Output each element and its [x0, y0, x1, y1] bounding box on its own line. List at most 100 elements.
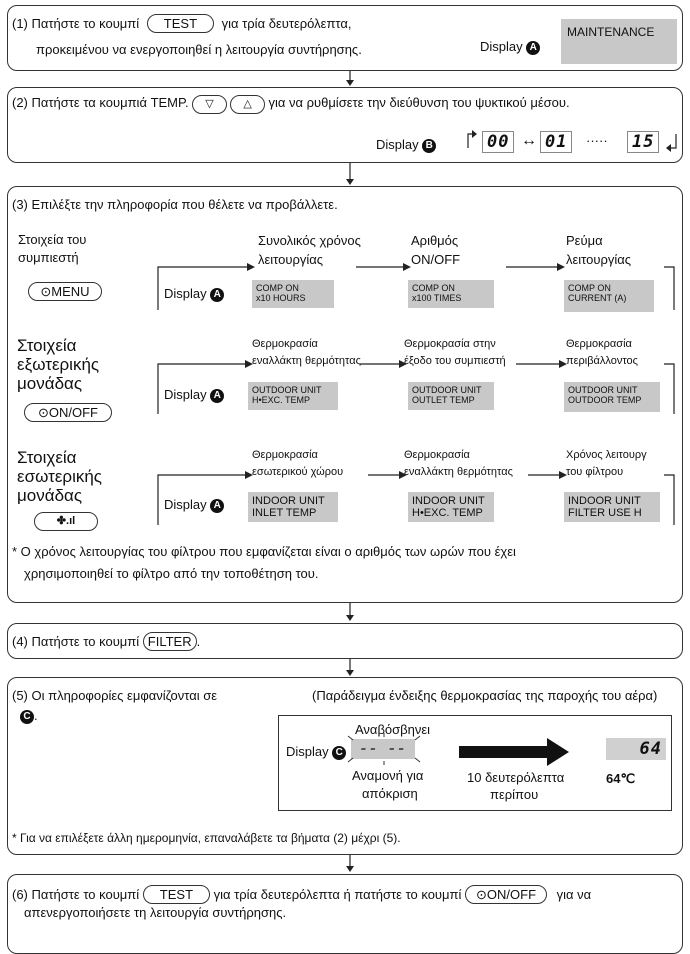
g3-col3-a: Χρόνος λειτουργ: [566, 449, 647, 461]
indoor-label-1: Στοιχεία: [17, 448, 77, 467]
step5-example-frame: [278, 715, 672, 811]
g3-col2-a: Θερμοκρασία: [404, 449, 470, 461]
test-button[interactable]: TEST: [146, 14, 215, 33]
lcd-line: INLET TEMP: [252, 507, 317, 519]
dash-segments: -- --: [359, 741, 407, 757]
result-segments: 64: [639, 739, 662, 759]
step3-note-line2: χρησιμοποιηθεί το φίλτρο από την τοποθέτ…: [24, 566, 319, 581]
g1-col1-b: λειτουργίας: [258, 252, 324, 267]
time-label-1: 10 δευτερόλεπτα: [467, 770, 565, 785]
g2-col1-b: εναλλάκτη θερμότητας: [252, 355, 361, 367]
g3-col2-b: εναλλάκτη θερμότητας: [404, 466, 513, 478]
g2-flow-arrows: [157, 360, 675, 414]
g1-display-label: Display A: [164, 286, 225, 302]
step5-badge-line: C.: [20, 708, 38, 724]
wait-label-2: απόκριση: [362, 786, 418, 801]
step5-display-label: Display C: [286, 744, 347, 760]
temp-down-button[interactable]: ▽: [192, 95, 227, 114]
g1-col3-b: λειτουργίας: [566, 252, 632, 267]
flow-arrow-1: [346, 71, 354, 86]
flow-arrow-4: [346, 659, 354, 676]
g1-col2-b: ON/OFF: [411, 252, 461, 267]
menu-button[interactable]: ⊙MENU: [28, 282, 102, 301]
step6-line2: απενεργοποιήσετε τη λειτουργία συντήρηση…: [24, 905, 287, 920]
fan-speed-button[interactable]: ✤.ıl: [34, 512, 98, 531]
result-temp: 64℃: [606, 771, 636, 786]
address-seg-01: 01: [540, 131, 573, 153]
step4-period: .: [196, 634, 201, 649]
g2-col3-b: περιβάλλοντος: [566, 355, 638, 367]
step1-display-label: Display A: [480, 39, 541, 55]
display-label: Display: [286, 744, 329, 759]
blinking-dash-display: -- --: [351, 739, 415, 759]
address-swap-arrow: ↔: [521, 132, 537, 149]
indoor-label-2: εσωτερικής: [17, 467, 102, 486]
indoor-label-3: μονάδας: [17, 486, 83, 505]
time-label-2: περίπου: [490, 787, 539, 802]
address-seg-15: 15: [627, 131, 660, 153]
g1-col1-a: Συνολικός χρόνος: [258, 233, 361, 248]
lcd-line: OUTDOOR UNIT: [412, 385, 482, 395]
big-right-arrow: [459, 738, 569, 766]
onoff-button[interactable]: ⊙ON/OFF: [465, 885, 548, 904]
test-button[interactable]: TEST: [142, 885, 211, 904]
compressor-label-1: Στοιχεία του: [18, 232, 87, 247]
step5-box: [7, 677, 683, 855]
lcd-line: H•EXC. TEMP: [412, 507, 483, 519]
g3-display-label: Display A: [164, 497, 225, 513]
filter-button[interactable]: FILTER: [142, 632, 197, 651]
outdoor-label-3: μονάδας: [17, 374, 83, 393]
step4-line: (4) Πατήστε το κουμπί FILTER.: [12, 632, 200, 651]
step2-box: [7, 87, 683, 163]
step5-example: (Παράδειγμα ένδειξης θερμοκρασίας της πα…: [312, 688, 658, 703]
step4-box: [7, 623, 683, 659]
address-cycle-arrow: [467, 130, 677, 152]
step1-line2: προκειμένου να ενεργοποιηθεί η λειτουργί…: [36, 42, 362, 57]
badge-b-icon: B: [422, 138, 437, 153]
g3-col1-b: εσωτερικού χώρου: [252, 466, 344, 478]
g1-col2-a: Αριθμός: [411, 233, 459, 248]
g3-flow-arrows: [157, 471, 675, 525]
lcd-line: INDOOR UNIT: [568, 495, 641, 507]
maintenance-lcd: MAINTENANCE: [561, 19, 677, 64]
flow-arrow-2: [346, 163, 354, 185]
display-label: Display: [164, 497, 207, 512]
display-label: Display: [164, 387, 207, 402]
compressor-label-2: συμπιεστή: [18, 250, 79, 265]
lcd-line: INDOOR UNIT: [252, 495, 325, 507]
g2-display-label: Display A: [164, 387, 225, 403]
step5-note: * Για να επιλέξετε άλλη ημερομηνία, επαν…: [12, 831, 401, 845]
step6-line1: (6) Πατήστε το κουμπί TEST για τρία δευτ…: [12, 885, 591, 904]
blink-rays-icon: [347, 733, 421, 765]
lcd-line: OUTDOOR TEMP: [568, 395, 642, 405]
lcd-line: CURRENT (A): [568, 293, 627, 303]
address-dots: ·····: [586, 133, 608, 148]
step6-text-c: για να: [556, 887, 592, 902]
step2-line1: (2) Πατήστε τα κουμπιά TEMP. ▽ △ για να …: [12, 95, 570, 114]
lcd-line: FILTER USE H: [568, 507, 642, 519]
lcd-line: H•EXC. TEMP: [252, 395, 310, 405]
step1-text-b: για τρία δευτερόλεπτα,: [221, 16, 352, 31]
g1-flow-arrows: [157, 263, 675, 310]
g1-col3-a: Ρεύμα: [566, 233, 603, 248]
badge-a-icon: A: [210, 388, 225, 403]
lcd-line: COMP ON: [256, 283, 299, 293]
address-seg-00: 00: [482, 131, 515, 153]
step6-text-a: (6) Πατήστε το κουμπί: [12, 887, 140, 902]
lcd-line: x100 TIMES: [412, 293, 462, 303]
badge-c-icon: C: [20, 709, 34, 724]
step4-text: (4) Πατήστε το κουμπί: [12, 634, 140, 649]
display-label: Display: [480, 39, 523, 54]
onoff-button[interactable]: ⊙ON/OFF: [24, 403, 112, 422]
badge-a-icon: A: [526, 40, 541, 55]
temp-up-button[interactable]: △: [230, 95, 265, 114]
g2-col1-a: Θερμοκρασία: [252, 338, 318, 350]
g2-col3-a: Θερμοκρασία: [566, 338, 632, 350]
